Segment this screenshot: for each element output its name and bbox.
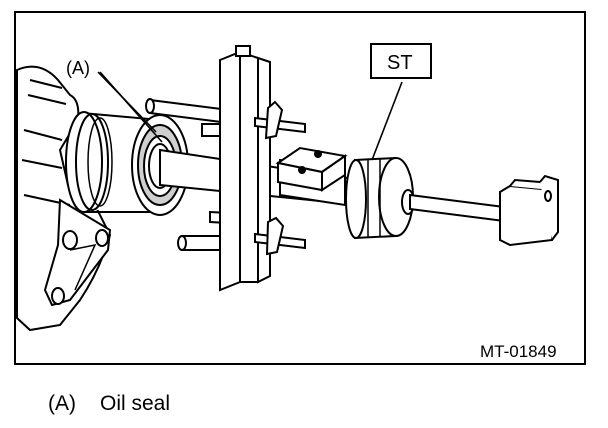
legend-text: Oil seal	[100, 392, 171, 415]
callout-leaders	[97, 71, 403, 161]
slide-hammer-weight	[345, 156, 415, 240]
wing-bolts	[254, 100, 306, 256]
puller-crossbar	[219, 45, 271, 292]
st-label-box	[370, 43, 432, 79]
figure-id: MT-01849	[480, 342, 557, 361]
legend: (A) Oil seal	[48, 392, 170, 416]
slide-hammer-handle	[499, 174, 559, 247]
st-label: ST	[387, 52, 413, 74]
callout-a-label: (A)	[66, 58, 90, 78]
clamp-block	[275, 146, 348, 192]
legend-key: (A)	[48, 392, 76, 415]
transmission-case	[16, 65, 112, 332]
